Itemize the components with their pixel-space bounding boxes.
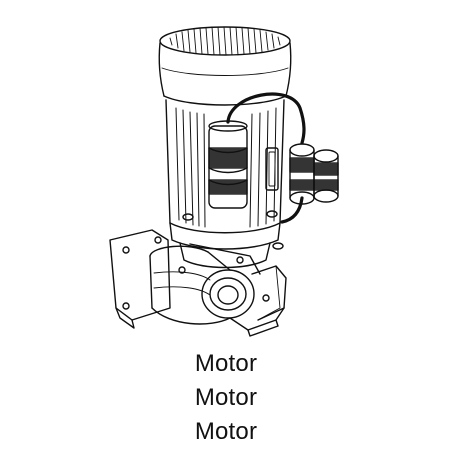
side-capacitors [289, 143, 339, 205]
terminal-window [265, 147, 279, 191]
caption-line-1: Motor [194, 350, 258, 377]
caption-block: Motor Motor Motor [0, 347, 452, 449]
motor-housing [165, 99, 285, 234]
caption-line-2: Motor [194, 384, 258, 411]
caption-line-3: Motor [194, 418, 258, 445]
motor-drawing-svg [109, 26, 339, 337]
capacitor-pack [208, 120, 248, 209]
power-cable [226, 92, 306, 145]
motor-pump-illustration [80, 8, 380, 348]
pump-head [109, 229, 287, 337]
motor-flange [169, 222, 284, 269]
fan-cover [158, 26, 292, 106]
